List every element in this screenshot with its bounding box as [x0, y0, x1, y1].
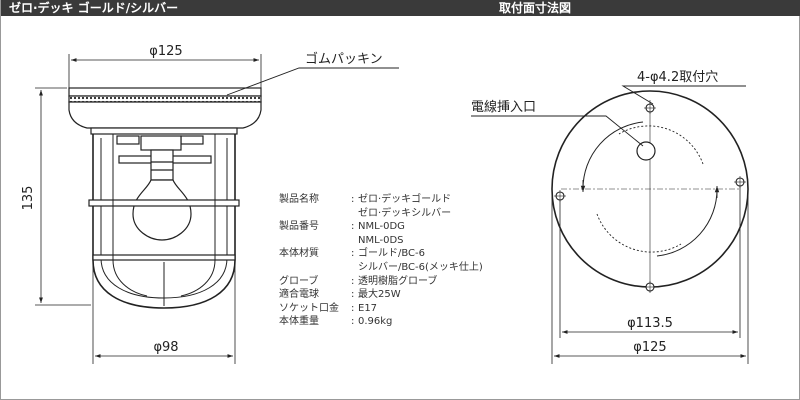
spec-label: 製品番号	[279, 221, 319, 233]
spec-label: グローブ	[279, 275, 319, 287]
mount-view	[471, 85, 749, 364]
cable-entry-hole	[636, 141, 656, 161]
dim-bottom-label: φ98	[153, 340, 178, 355]
dim-outer-label: φ125	[633, 340, 666, 355]
cage-band-lower	[92, 254, 236, 261]
spec-row-bulb: 適合電球 最大25W	[279, 288, 483, 302]
socket-block-right	[180, 135, 204, 145]
spec-label: 適合電球	[279, 289, 319, 301]
neck-band	[90, 127, 238, 135]
spec-value: ゼロ·デッキシルバー	[358, 207, 452, 219]
spec-row-number: 製品番号 NML-0DG NML-0DS	[279, 220, 483, 247]
spec-row-weight: 本体重量 0.96kg	[279, 315, 483, 329]
gasket-leader	[226, 67, 399, 96]
side-view	[35, 54, 399, 364]
spec-row-globe: グローブ 透明樹脂グローブ	[279, 275, 483, 289]
base-skirt	[68, 101, 262, 129]
spec-value: NML-0DS	[358, 234, 404, 246]
bulb	[132, 179, 192, 241]
cage-band-upper	[88, 199, 240, 207]
dim-inner-label: φ113.5	[627, 316, 673, 331]
base-plate	[68, 87, 262, 97]
socket-body	[150, 149, 174, 181]
spec-value: シルバー/BC-6(メッキ仕上)	[358, 261, 483, 273]
spec-row-name: 製品名称 ゼロ·デッキゴールド ゼロ·デッキシルバー	[279, 193, 483, 220]
gasket-label: ゴムパッキン	[305, 51, 383, 67]
spec-row-socket: ソケット口金 E17	[279, 302, 483, 316]
rubber-gasket	[68, 95, 262, 103]
socket-block-left	[116, 135, 140, 145]
spec-label: 本体重量	[279, 316, 319, 328]
dim-top-label: φ125	[149, 44, 182, 59]
holes-label: 4-φ4.2取付穴	[637, 70, 718, 85]
spec-value: E17	[351, 302, 377, 316]
spec-label: ソケット口金	[279, 302, 339, 314]
socket-neck	[140, 135, 182, 151]
spec-table: 製品名称 ゼロ·デッキゴールド ゼロ·デッキシルバー 製品番号 NML-0DG …	[279, 193, 483, 329]
spec-value: NML-0DG	[351, 220, 405, 234]
spec-value: ゼロ·デッキゴールド	[351, 193, 451, 207]
mounting-hole-top	[644, 102, 656, 114]
inner-arc-right	[656, 188, 718, 257]
spec-label: 本体材質	[279, 248, 319, 260]
cable-entry-label: 電線挿入口	[471, 99, 536, 115]
inner-arc-left	[582, 121, 644, 190]
product-title: ゼロ·デッキ ゴールド/シルバー	[9, 1, 179, 15]
spec-label: 製品名称	[279, 194, 319, 205]
spec-value: 0.96kg	[351, 315, 392, 329]
mounting-hole-bottom	[644, 281, 656, 293]
section-title: 取付面寸法図	[499, 1, 572, 15]
header-bar	[1, 0, 800, 16]
spec-row-material: 本体材質 ゴールド/BC-6 シルバー/BC-6(メッキ仕上)	[279, 247, 483, 274]
spec-value: 最大25W	[351, 288, 401, 302]
dim-height-label: 135	[21, 186, 36, 211]
holes-leader	[621, 85, 746, 105]
guard-cage	[92, 134, 236, 309]
cable-leader	[471, 115, 644, 147]
spec-value: ゴールド/BC-6	[351, 247, 483, 261]
spec-value: 透明樹脂グローブ	[351, 275, 437, 289]
